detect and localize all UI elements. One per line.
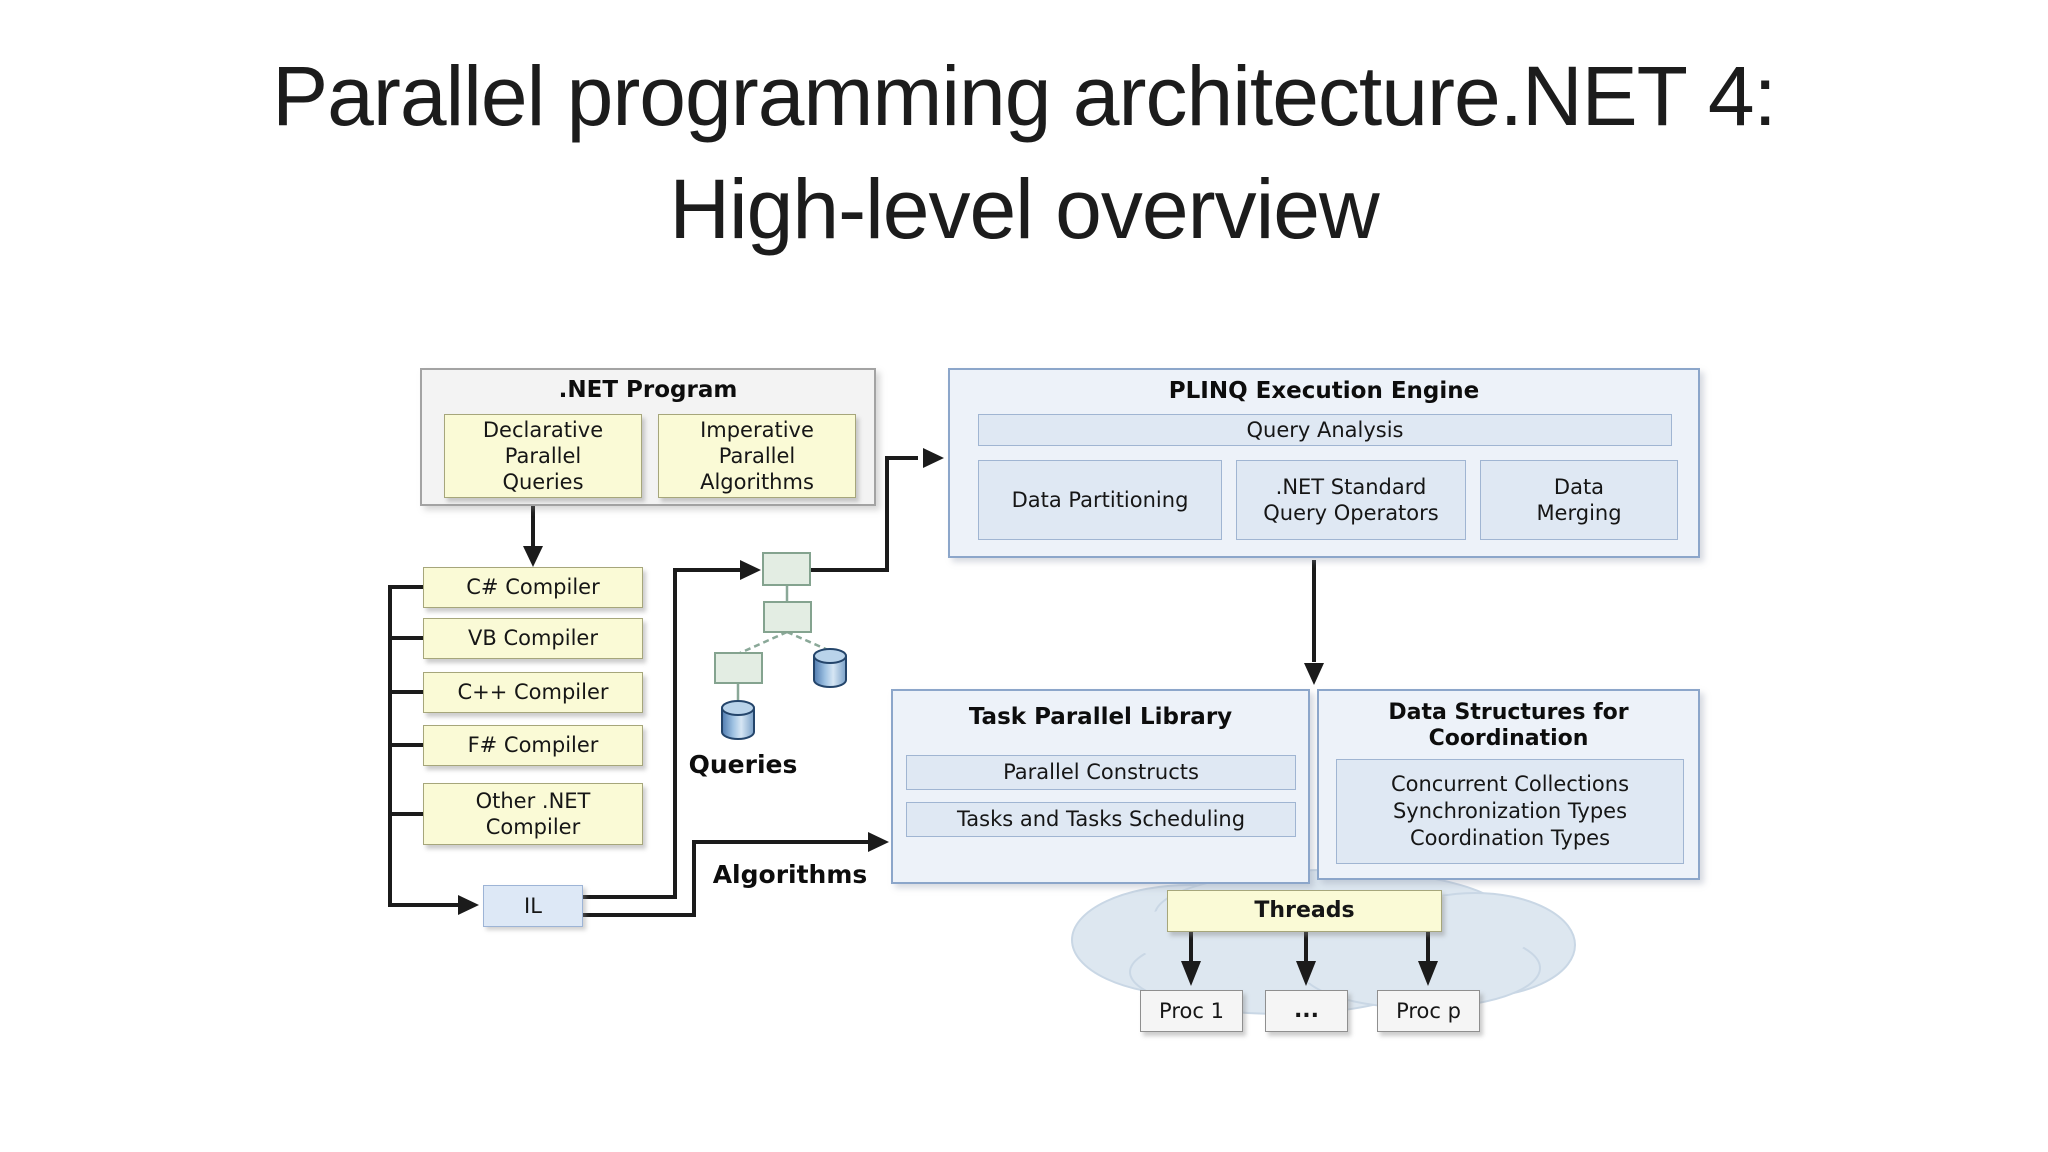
data-structures-title: Data Structures for Coordination bbox=[1388, 700, 1629, 752]
arrowhead bbox=[740, 560, 761, 580]
coordination-types-box: Concurrent Collections Synchronization T… bbox=[1336, 759, 1684, 864]
queries-label: Queries bbox=[688, 750, 798, 779]
arrowhead bbox=[1296, 961, 1316, 986]
proc-dots-box: ... bbox=[1265, 990, 1348, 1032]
queries-to-plinq-line bbox=[810, 456, 918, 572]
tpl-box: Task Parallel Library Parallel Construct… bbox=[891, 689, 1310, 884]
algorithms-label: Algorithms bbox=[712, 860, 868, 889]
imperative-algorithms-box: Imperative Parallel Algorithms bbox=[658, 414, 856, 498]
il-box: IL bbox=[483, 885, 583, 927]
parallel-constructs-box: Parallel Constructs bbox=[906, 755, 1296, 790]
proc-p-box: Proc p bbox=[1377, 990, 1480, 1032]
tpl-title: Task Parallel Library bbox=[968, 704, 1233, 730]
arrowhead bbox=[1304, 663, 1324, 685]
compiler-bracket-line bbox=[388, 585, 462, 907]
compiler-box-fsharp: F# Compiler bbox=[423, 725, 643, 766]
query-operators-box: .NET Standard Query Operators bbox=[1236, 460, 1466, 540]
arrowhead bbox=[458, 895, 479, 915]
declarative-queries-box: Declarative Parallel Queries bbox=[444, 414, 642, 498]
arrowhead bbox=[868, 832, 889, 852]
expression-tree-node bbox=[714, 652, 763, 684]
net-program-title: .NET Program bbox=[558, 377, 738, 403]
plinq-title: PLINQ Execution Engine bbox=[1168, 378, 1480, 404]
expression-tree-node bbox=[763, 601, 812, 633]
tasks-scheduling-box: Tasks and Tasks Scheduling bbox=[906, 802, 1296, 837]
compiler-box-other: Other .NET Compiler bbox=[423, 783, 643, 845]
arrowhead bbox=[1418, 961, 1438, 986]
database-icon bbox=[721, 700, 755, 740]
algorithms-flow-line bbox=[583, 840, 868, 917]
database-icon bbox=[813, 648, 847, 688]
query-analysis-box: Query Analysis bbox=[978, 414, 1672, 446]
proc-1-box: Proc 1 bbox=[1140, 990, 1243, 1032]
arrowhead bbox=[923, 448, 944, 468]
data-partitioning-box: Data Partitioning bbox=[978, 460, 1222, 540]
data-structures-box: Data Structures for Coordination Concurr… bbox=[1317, 689, 1700, 880]
compiler-box-vb: VB Compiler bbox=[423, 618, 643, 659]
compiler-box-cpp: C++ Compiler bbox=[423, 672, 643, 713]
data-merging-box: Data Merging bbox=[1480, 460, 1678, 540]
threads-box: Threads bbox=[1167, 890, 1442, 932]
compiler-box-csharp: C# Compiler bbox=[423, 567, 643, 608]
arrowhead bbox=[1181, 961, 1201, 986]
plinq-box: PLINQ Execution Engine Query Analysis Da… bbox=[948, 368, 1700, 558]
expression-tree bbox=[714, 552, 847, 740]
arrowhead bbox=[523, 546, 543, 567]
slide-title: Parallel programming architecture.NET 4:… bbox=[272, 49, 1777, 257]
expression-tree-node bbox=[762, 552, 811, 586]
queries-flow-line bbox=[583, 568, 740, 899]
net-program-box: .NET Program Declarative Parallel Querie… bbox=[420, 368, 876, 506]
